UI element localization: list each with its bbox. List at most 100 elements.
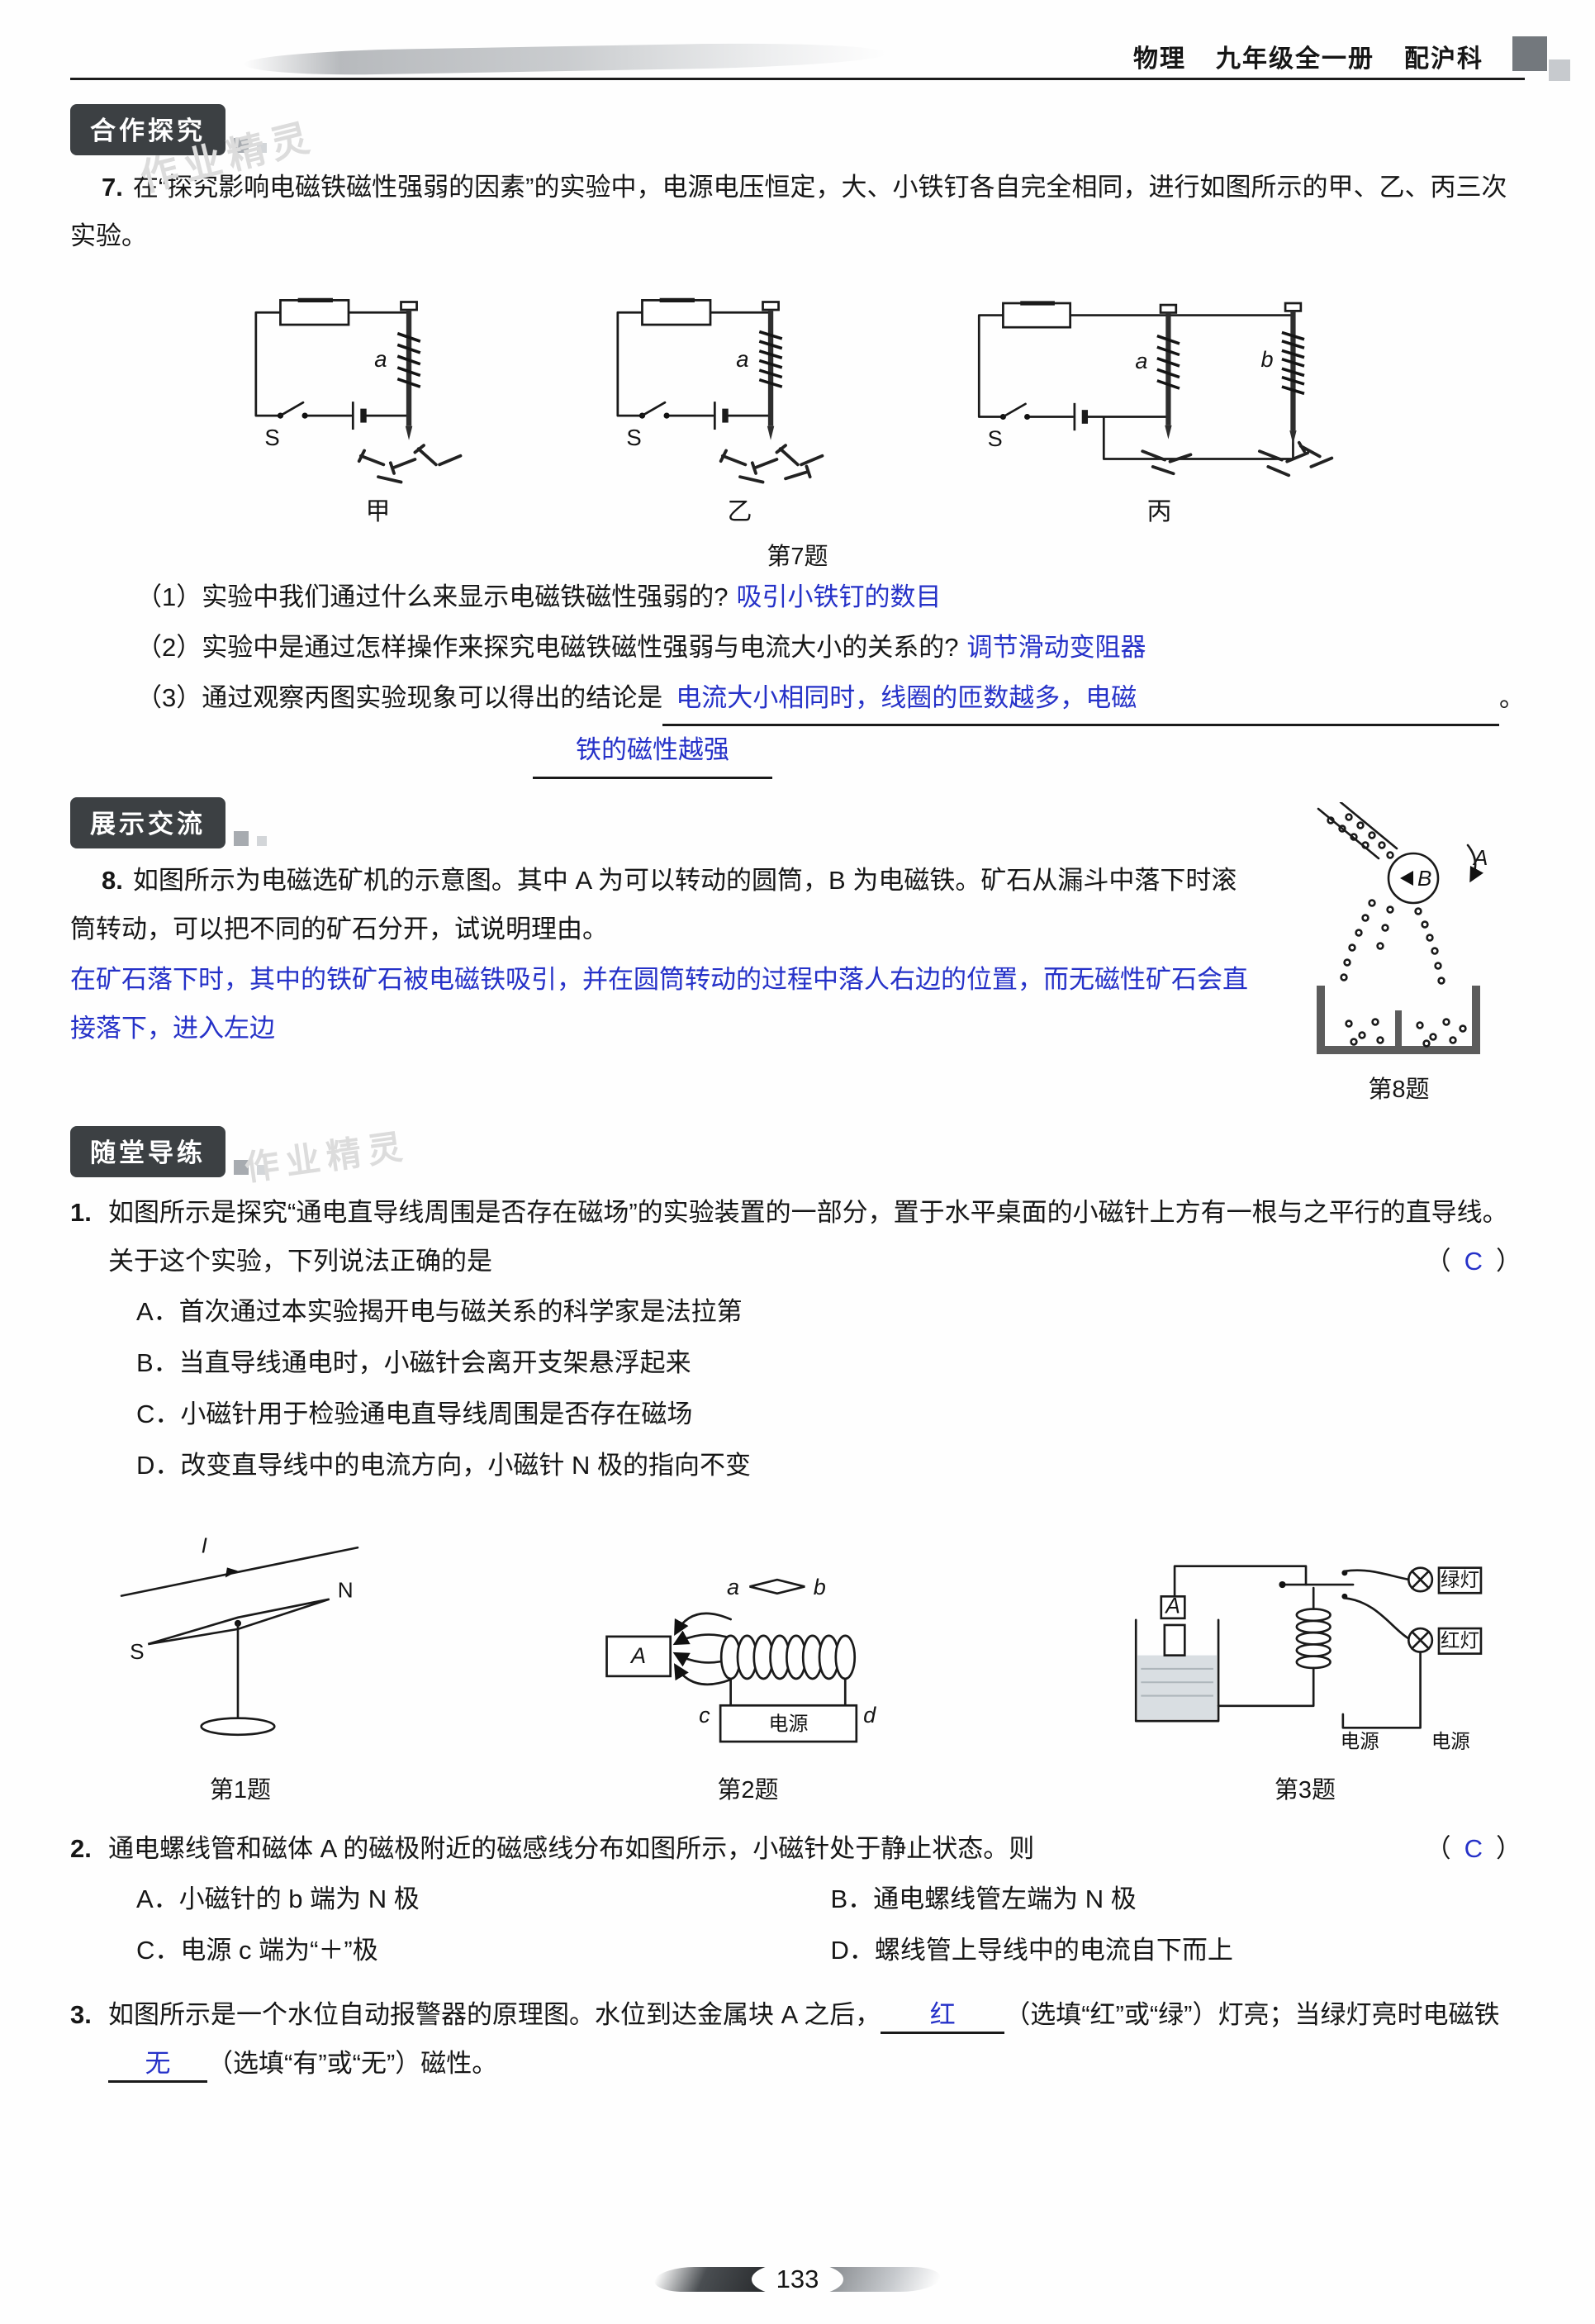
section-badge-suitang: 随堂导练	[70, 1126, 225, 1178]
corner-square-light	[1549, 59, 1570, 81]
p1-number: 1.	[70, 1198, 92, 1228]
figure-label-bing: 丙	[1146, 497, 1172, 525]
badge-decor-square	[234, 1160, 249, 1176]
practice-item-2: 2.通电螺线管和磁体 A 的磁极附近的磁感线分布如图所示，小磁针处于静止状态。则…	[70, 1825, 1525, 1976]
coil-label-b: b	[1260, 346, 1273, 372]
switch-contact	[301, 412, 308, 419]
water-lines	[1141, 1668, 1213, 1697]
badge-decor-square-small	[257, 1165, 267, 1176]
armature-pivot	[1279, 1581, 1286, 1589]
q7-sub1: （1）实验中我们通过什么来显示电磁铁磁性强弱的?吸引小铁钉的数目	[136, 573, 1525, 622]
circuit-yi-diagram: a S	[615, 297, 824, 484]
p2-option-b: B．通电螺线管左端为 N 极	[830, 1884, 1137, 1914]
power-supply-box	[719, 1704, 857, 1743]
p2-answer: C	[1464, 1834, 1483, 1864]
stand-base	[200, 1717, 276, 1737]
p3-part2: （选填“红”或“绿”）灯亮；当绿灯亮时电磁铁	[1004, 2000, 1500, 2030]
green-lamp-label-box	[1437, 1566, 1483, 1594]
section-zhanshi: 展示交流	[70, 797, 1525, 849]
red-lamp-label: 红灯	[1441, 1630, 1479, 1652]
bracket-open: （	[1425, 1247, 1451, 1276]
rheostat-symbol	[1001, 302, 1071, 329]
q7-sub2: （2）实验中是通过怎样操作来探究电磁铁磁性强弱与电流大小的关系的?调节滑动变阻器	[136, 624, 1525, 672]
p3-stem: 3.如图所示是一个水位自动报警器的原理图。水位到达金属块 A 之后，红（选填“红…	[70, 1991, 1525, 2089]
q7-sub3-answer-line1: 电流大小相同时，线圈的匝数越多，电磁	[662, 674, 1499, 727]
switch-blade	[1001, 402, 1027, 418]
magnet-a	[605, 1635, 672, 1678]
coil-b-turns	[1280, 330, 1305, 395]
switch-contact	[1023, 413, 1030, 420]
power-label-1: 电源	[1341, 1731, 1379, 1752]
water	[1137, 1655, 1218, 1720]
badge-decor-square-small	[257, 143, 267, 153]
q8-stem-text: 如图所示为电磁选矿机的示意图。其中 A 为可以转动的圆筒，B 为电磁铁。矿石从漏…	[70, 866, 1237, 944]
switch-label: S	[626, 425, 641, 450]
section-badge-hezuo: 合作探究	[70, 104, 225, 155]
current-label: I	[202, 1533, 207, 1557]
collected-particles	[1345, 1018, 1467, 1048]
p1-answer: C	[1464, 1247, 1483, 1276]
q7-figure-row: a S 甲	[70, 279, 1525, 527]
q8-figure: B A 第	[1273, 802, 1525, 1105]
section-badge-zhanshi: 展示交流	[70, 797, 225, 849]
straight-wire	[120, 1547, 359, 1598]
q7-sub3: （3）通过观察丙图实验现象可以得出的结论是 电流大小相同时，线圈的匝数越多，电磁…	[136, 674, 1525, 727]
p1-option-b: B．当直导线通电时，小磁针会离开支架悬浮起来	[136, 1348, 691, 1378]
screw-head	[1159, 303, 1177, 314]
header-rule	[70, 78, 1525, 80]
p1-stem: 1.如图所示是探究“通电直导线周围是否存在磁场”的实验装置的一部分，置于水平桌面…	[70, 1189, 1525, 1286]
electromagnet-label: B	[1417, 866, 1431, 891]
solenoid-coil	[719, 1634, 856, 1680]
p3-part1: 如图所示是一个水位自动报警器的原理图。水位到达金属块 A 之后，	[108, 2000, 881, 2030]
red-lamp-cross	[1411, 1630, 1431, 1650]
screw-head	[761, 300, 780, 311]
screw-tip	[1164, 425, 1172, 440]
p3-number: 3.	[70, 2000, 92, 2030]
figure-2-block: A a b	[600, 1557, 897, 1805]
figure-3-block: A	[1123, 1537, 1487, 1805]
south-pole-label: S	[130, 1639, 144, 1664]
rheostat-symbol	[640, 298, 711, 326]
ore-chute	[1317, 802, 1398, 860]
p2-stem-text: 通电螺线管和磁体 A 的磁极附近的磁感线分布如图所示，小磁针处于静止状态。则	[108, 1834, 1035, 1864]
return-wires	[1341, 1651, 1422, 1729]
attracted-nails	[357, 443, 462, 484]
coil-label-a: a	[374, 346, 387, 372]
needle-b-label: b	[813, 1574, 825, 1599]
page-number: 133	[751, 2262, 844, 2297]
bracket-open: （	[1425, 1834, 1451, 1864]
wire-left	[1173, 1565, 1308, 1598]
q7-sub3-answer-line2: 铁的磁性越强	[533, 726, 772, 780]
badge-decor-square	[234, 831, 249, 847]
q7-sub1-answer: 吸引小铁钉的数目	[736, 582, 942, 611]
power-label-2: 电源	[1431, 1731, 1470, 1752]
q7-figure-jia: a S 甲	[230, 279, 527, 527]
header-grade: 九年级全一册	[1216, 45, 1374, 73]
screw-tip	[767, 425, 774, 440]
header-swoosh-decoration	[243, 40, 889, 77]
block-a-label: A	[1164, 1594, 1180, 1618]
figure-3-caption: 第3题	[1274, 1777, 1336, 1804]
header-subject: 物理	[1133, 45, 1186, 73]
rotation-arrow	[1466, 844, 1483, 883]
p1-answer-bracket: （C）	[1426, 1238, 1521, 1286]
screw-tip	[1289, 430, 1297, 444]
wire-to-red-lamp	[1343, 1597, 1410, 1640]
wire-to-green-lamp	[1343, 1569, 1410, 1581]
section-hezuo: 合作探究 作业精灵	[70, 104, 1525, 199]
small-compass-needle	[748, 1578, 805, 1595]
water-level-alarm-diagram: A	[1134, 1565, 1483, 1752]
q7-figure-bing: a b S 丙	[953, 283, 1366, 527]
circuit-wires	[977, 314, 1294, 460]
p2-option-d: D．螺线管上导线中的电流自下而上	[830, 1936, 1233, 1965]
p3-part3: （选填“有”或“无”）磁性。	[207, 2048, 498, 2078]
p1-option-d: D．改变直导线中的电流方向，小磁针 N 极的指向不变	[136, 1451, 751, 1480]
coil-label-a: a	[736, 346, 748, 372]
solenoid-magnet-diagram: A a b	[605, 1574, 876, 1743]
rheostat-symbol	[278, 298, 349, 326]
screw-head	[399, 300, 418, 311]
coil-a-turns	[1156, 334, 1180, 390]
drum-arrow-icon	[1400, 871, 1413, 886]
north-pole-label: N	[338, 1578, 354, 1603]
